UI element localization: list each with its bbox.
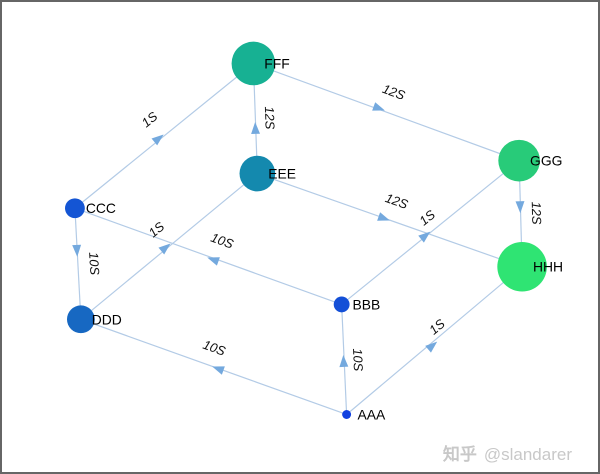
arrowhead-EEE-HHH xyxy=(377,212,390,221)
node-CCC[interactable] xyxy=(65,198,85,219)
edge-DDD-EEE xyxy=(80,173,258,320)
edge-label-DDD-EEE: 1S xyxy=(145,219,167,241)
arrowhead-AAA-HHH xyxy=(425,341,438,353)
edge-label-EEE-FFF: 12S xyxy=(262,106,278,130)
node-DDD[interactable] xyxy=(66,305,95,334)
node-EEE[interactable] xyxy=(239,155,276,192)
edge-label-AAA-HHH: 1S xyxy=(426,316,448,338)
watermark-brand: 知乎 xyxy=(442,445,477,464)
edge-label-AAA-BBB: 10S xyxy=(350,348,366,372)
node-label-DDD: DDD xyxy=(92,311,122,327)
arrowhead-GGG-HHH xyxy=(515,201,525,214)
edge-label-CCC-DDD: 10S xyxy=(86,252,102,276)
arrowhead-FFF-GGG xyxy=(372,102,385,111)
edge-CCC-FFF xyxy=(74,63,254,209)
node-label-HHH: HHH xyxy=(533,259,563,275)
node-HHH[interactable] xyxy=(497,241,547,292)
node-label-AAA: AAA xyxy=(358,406,387,422)
edge-BBB-GGG xyxy=(341,160,520,305)
edge-AAA-HHH xyxy=(346,266,523,415)
arrowhead-AAA-DDD xyxy=(212,366,225,375)
arrowhead-CCC-FFF xyxy=(151,134,164,146)
arrowhead-AAA-BBB xyxy=(339,355,349,368)
node-BBB[interactable] xyxy=(333,296,350,313)
edge-CCC-DDD xyxy=(74,208,82,320)
edge-EEE-HHH xyxy=(257,172,523,268)
node-AAA[interactable] xyxy=(342,410,352,419)
node-label-GGG: GGG xyxy=(530,153,562,169)
arrowhead-CCC-DDD xyxy=(72,244,82,257)
edge-FFF-GGG xyxy=(253,62,520,162)
node-label-EEE: EEE xyxy=(268,166,296,182)
node-label-CCC: CCC xyxy=(86,200,116,216)
node-FFF[interactable] xyxy=(231,41,276,86)
arrowhead-EEE-FFF xyxy=(251,121,261,135)
watermark-handle: @slandarer xyxy=(483,445,572,464)
edge-label-GGG-HHH: 12S xyxy=(529,201,545,225)
edge-label-AAA-DDD: 10S xyxy=(201,337,228,359)
arrowhead-BBB-GGG xyxy=(418,231,431,243)
edge-label-BBB-CCC: 10S xyxy=(209,230,236,252)
edge-label-EEE-HHH: 12S xyxy=(383,190,410,212)
edge-label-BBB-GGG: 1S xyxy=(416,207,438,229)
edge-BBB-CCC xyxy=(74,207,342,305)
node-label-FFF: FFF xyxy=(264,55,289,71)
arrowhead-DDD-EEE xyxy=(158,243,171,255)
edge-label-CCC-FFF: 1S xyxy=(139,108,161,130)
node-label-BBB: BBB xyxy=(353,296,381,312)
arrowhead-BBB-CCC xyxy=(207,257,220,266)
watermark: 知乎 @slandarer xyxy=(443,440,572,465)
node-GGG[interactable] xyxy=(498,139,540,182)
edge-label-FFF-GGG: 12S xyxy=(380,81,407,103)
